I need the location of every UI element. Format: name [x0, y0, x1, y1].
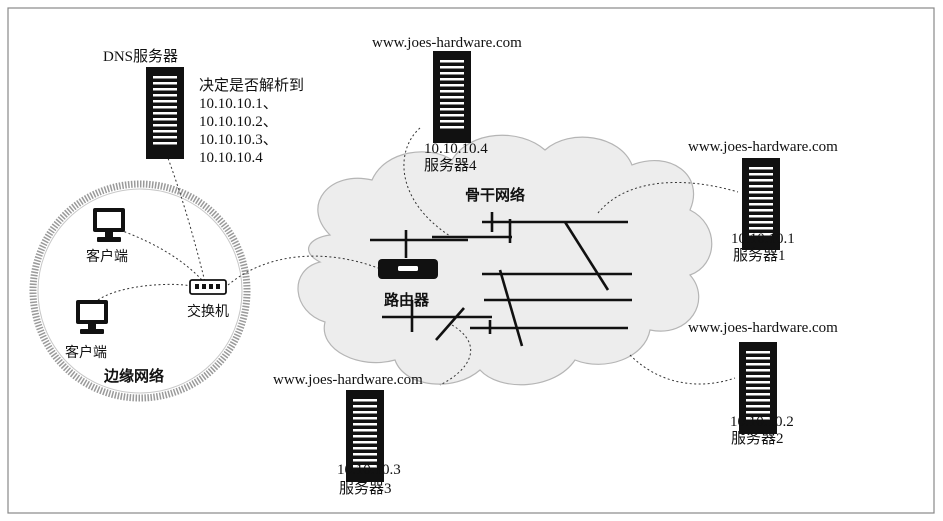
client-top-link [119, 229, 203, 281]
server2-host: www.joes-hardware.com [688, 320, 838, 336]
server1-host: www.joes-hardware.com [688, 139, 838, 155]
dns-server-icon [146, 67, 184, 159]
server4-icon [433, 51, 471, 143]
diagram-frame [7, 7, 935, 514]
switch-icon [189, 279, 227, 295]
backbone-label: 骨干网络 [465, 186, 525, 204]
client-top-icon [93, 208, 125, 242]
dns-ip-1: 10.10.10.1、 [199, 96, 278, 112]
dns-ip-2: 10.10.10.2、 [199, 114, 278, 130]
switch-label: 交换机 [187, 303, 229, 320]
server1-link [597, 181, 739, 214]
server3-ip: 10.10.10.3 [337, 462, 401, 478]
server4-name: 服务器4 [424, 157, 477, 174]
dns-ip-4: 10.10.10.4 [199, 150, 263, 166]
client-bottom-icon [76, 300, 108, 334]
server4-link [403, 127, 451, 237]
server4-host: www.joes-hardware.com [372, 35, 522, 51]
edge-network-ring [29, 180, 251, 402]
server3-link [439, 324, 472, 386]
server1-name: 服务器1 [733, 247, 786, 264]
edge-network-ring-inner [37, 188, 243, 394]
backbone-lines [370, 212, 632, 347]
dns-decision-text: 决定是否解析到 [199, 77, 304, 94]
client-bottom-link [97, 283, 193, 301]
client-top-label: 客户端 [86, 248, 128, 265]
server2-ip: 10.10.10.2 [730, 414, 794, 430]
router-icon [378, 259, 438, 279]
edge-network-label: 边缘网络 [103, 367, 164, 385]
dns-switch-link [164, 149, 206, 283]
switch-router-link [227, 255, 379, 286]
server2-link [629, 354, 736, 385]
server2-name: 服务器2 [731, 430, 784, 447]
server3-name: 服务器3 [339, 480, 392, 497]
router-label: 路由器 [384, 291, 430, 309]
network-links [97, 127, 739, 386]
backbone-cloud [297, 134, 713, 386]
client-bottom-label: 客户端 [65, 344, 107, 361]
server1-ip: 10.10.10.1 [731, 231, 795, 247]
dns-ip-3: 10.10.10.3、 [199, 132, 278, 148]
server3-host: www.joes-hardware.com [273, 372, 423, 388]
dns-server-title: DNS服务器 [103, 48, 178, 65]
server4-ip: 10.10.10.4 [424, 141, 488, 157]
